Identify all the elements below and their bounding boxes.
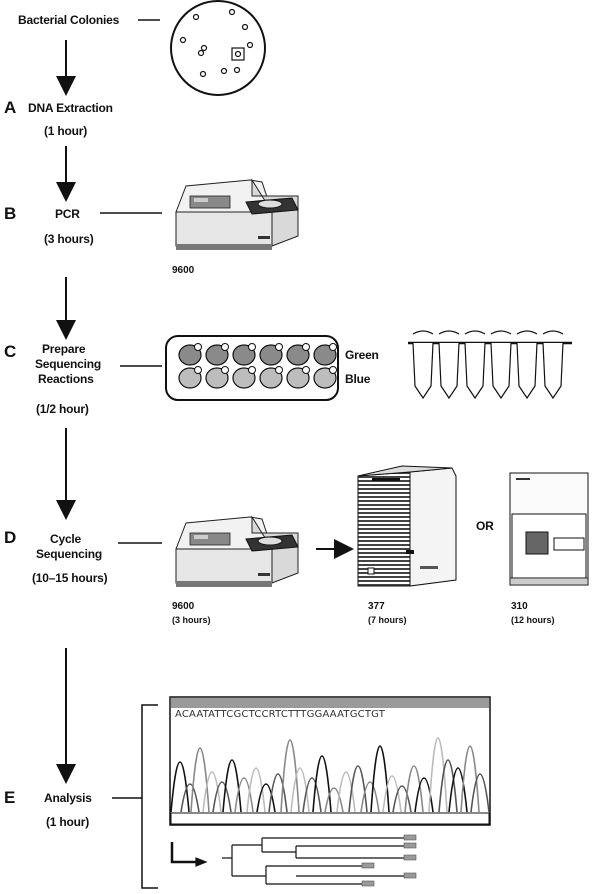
- tray-well: [205, 366, 229, 389]
- sequencer-377-icon: [357, 465, 457, 587]
- tray-well: [259, 366, 283, 389]
- chromatogram-peak: [370, 745, 390, 813]
- tray-well: [232, 366, 256, 389]
- step-letter-a: A: [4, 98, 17, 117]
- time-cycle-sequencing: (10–15 hours): [32, 571, 108, 585]
- chromatogram-peak: [414, 777, 434, 813]
- thermal-cycler-cycle-icon: [175, 515, 299, 587]
- tube: [412, 330, 434, 400]
- tube: [438, 330, 460, 400]
- chromatogram-peak: [404, 765, 424, 813]
- device-time-377: (7 hours): [368, 615, 407, 625]
- label-or: OR: [476, 519, 494, 533]
- tray-well: [313, 366, 337, 389]
- label-prepare: Prepare: [42, 342, 86, 356]
- tube-strip-icon: [408, 330, 572, 400]
- device-time-310: (12 hours): [511, 615, 555, 625]
- chromatogram-peak: [212, 781, 232, 813]
- tray-well: [178, 366, 202, 389]
- chromatogram-peak: [180, 783, 200, 813]
- label-analysis: Analysis: [44, 791, 92, 805]
- time-dna-extraction: (1 hour): [44, 124, 88, 138]
- tray-well: [178, 343, 202, 366]
- tray-well: [205, 343, 229, 366]
- chromatogram-peak: [470, 773, 490, 813]
- chromatogram-peak: [246, 767, 266, 813]
- chromatogram-peak: [280, 739, 300, 813]
- tray-well: [286, 366, 310, 389]
- tree-leaf-markers: [361, 834, 417, 887]
- tube: [464, 330, 486, 400]
- chromatogram-peak: [268, 773, 288, 813]
- device-label-9600-pcr: 9600: [172, 265, 195, 276]
- chromatogram-peak: [360, 781, 380, 813]
- time-prepare: (1/2 hour): [36, 402, 89, 416]
- chromatogram-peak: [302, 777, 322, 813]
- device-label-310: 310: [511, 601, 528, 612]
- petri-dish-icon: [170, 0, 266, 96]
- time-pcr: (3 hours): [44, 232, 94, 246]
- label-reactions: Reactions: [38, 372, 94, 386]
- phylogenetic-tree-icon: [170, 837, 404, 885]
- label-sequencing-c: Sequencing: [35, 357, 102, 371]
- tube: [516, 330, 538, 400]
- chromatogram-peak: [448, 767, 468, 813]
- chromatogram-peak: [392, 785, 412, 813]
- tray-well: [232, 343, 256, 366]
- analysis-bracket: [141, 704, 158, 889]
- sequence-readout: ACAATATTCGCTCCRTCTTTGGAAATGCTGT: [175, 709, 386, 720]
- sample-tray-icon: [165, 335, 339, 401]
- thermal-cycler-pcr-icon: [175, 178, 299, 250]
- device-label-9600-cycle: 9600: [172, 601, 195, 612]
- chromatogram-peak: [324, 787, 344, 813]
- label-dna-extraction: DNA Extraction: [28, 101, 113, 115]
- tube: [490, 330, 512, 400]
- chromatogram-peak: [170, 761, 190, 813]
- tube: [542, 330, 564, 400]
- label-sequencing-d: Sequencing: [36, 547, 103, 561]
- chromatogram-peak: [256, 783, 276, 813]
- chromatogram-peak: [312, 755, 332, 813]
- chromatogram-peak: [202, 771, 222, 813]
- chromatogram-peak: [382, 775, 402, 813]
- label-bacterial-colonies: Bacterial Colonies: [18, 13, 120, 27]
- time-analysis: (1 hour): [46, 815, 90, 829]
- label-cycle: Cycle: [50, 532, 82, 546]
- chromatogram-peak: [290, 767, 310, 813]
- label-pcr: PCR: [55, 207, 80, 221]
- chromatogram-peak: [460, 745, 480, 813]
- tray-well: [313, 343, 337, 366]
- chromatogram-peak: [234, 777, 254, 813]
- label-green: Green: [345, 348, 379, 362]
- tray-well: [259, 343, 283, 366]
- label-blue: Blue: [345, 372, 371, 386]
- step-letter-e: E: [4, 788, 16, 807]
- step-letter-b: B: [4, 204, 17, 223]
- device-label-377: 377: [368, 601, 385, 612]
- chromatogram-peak: [336, 771, 356, 813]
- chromatogram-peak: [428, 737, 448, 813]
- step-letter-c: C: [4, 342, 17, 361]
- chromatogram-peak: [438, 759, 458, 813]
- tray-well: [286, 343, 310, 366]
- electropherogram-panel: [169, 696, 491, 826]
- device-time-9600: (3 hours): [172, 615, 211, 625]
- analyzer-310-icon: [509, 472, 589, 586]
- step-letter-d: D: [4, 528, 17, 547]
